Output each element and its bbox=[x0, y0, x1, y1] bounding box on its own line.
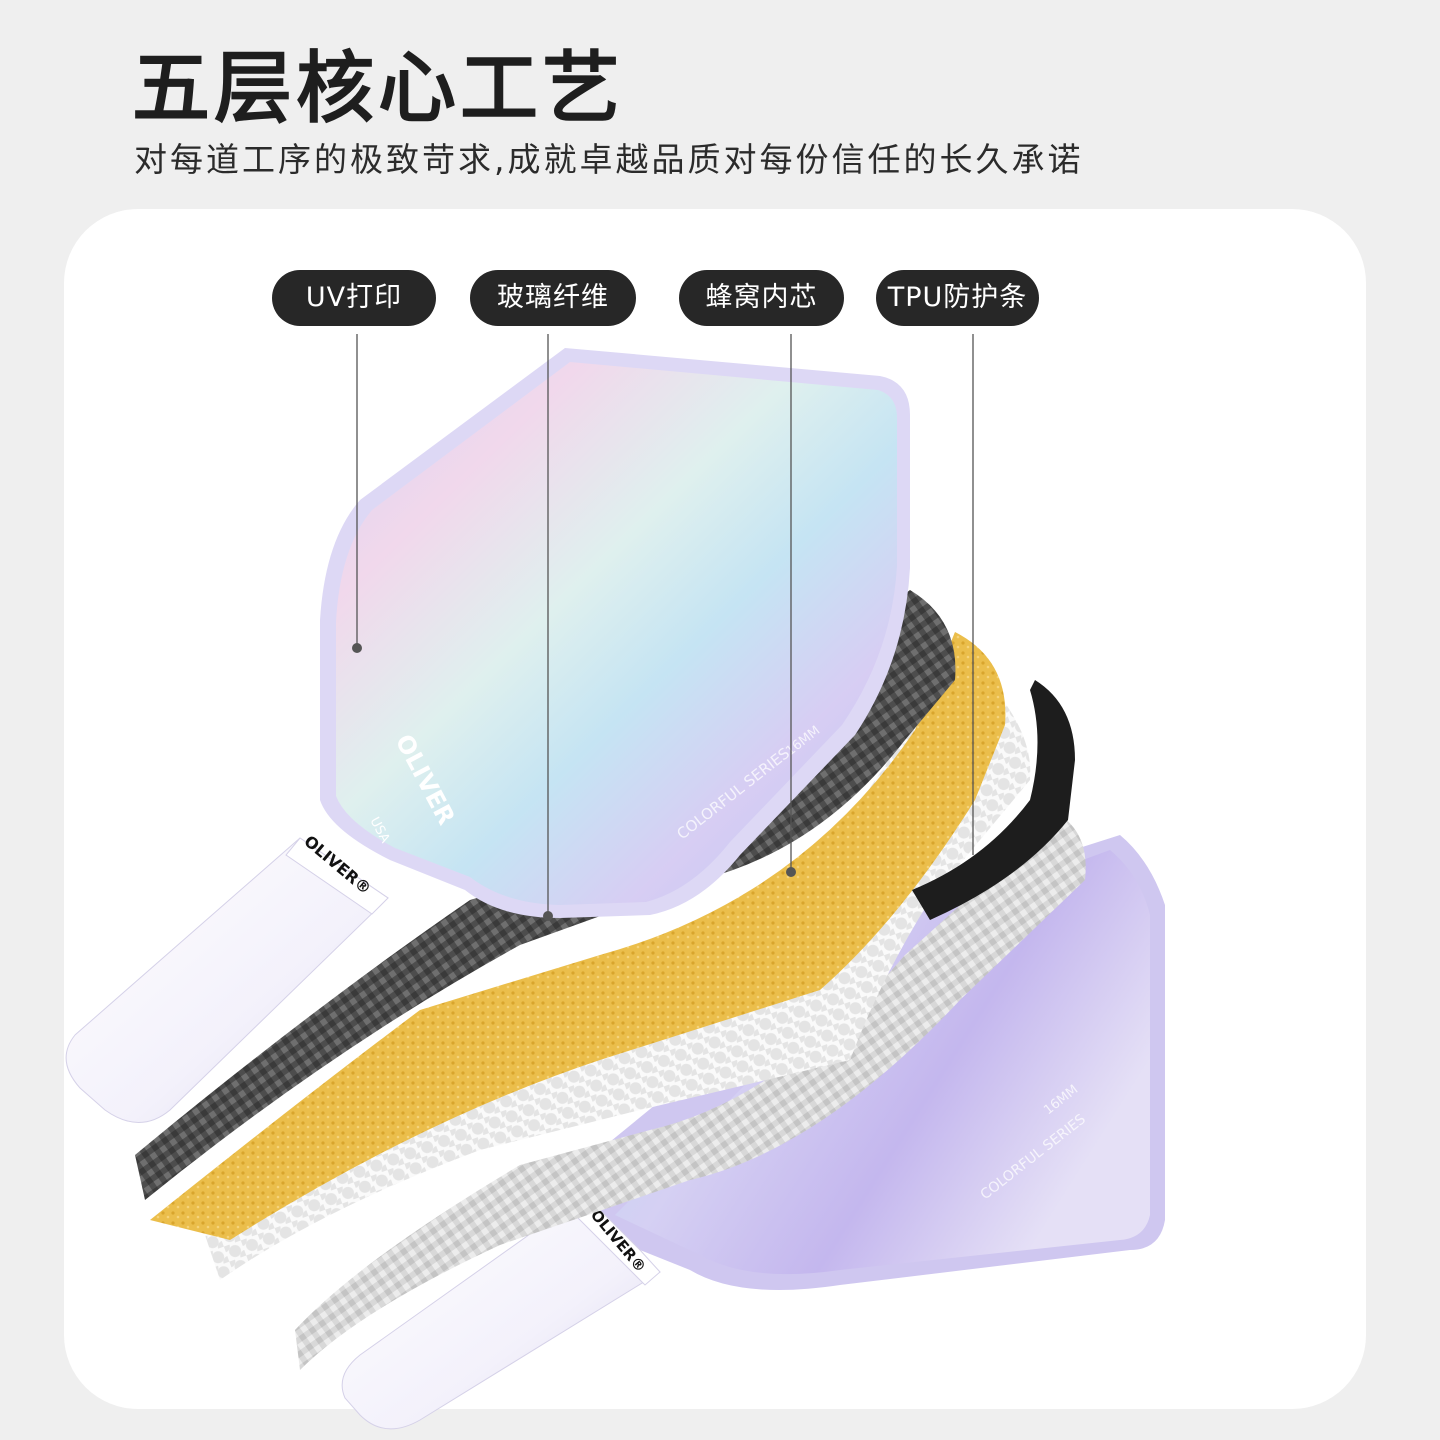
layer-tag-glass-fiber: 玻璃纤维 bbox=[470, 270, 636, 326]
layer-tag-honeycomb-core: 蜂窝内芯 bbox=[679, 270, 844, 326]
layer-tag-uv-print: UV打印 bbox=[272, 270, 436, 326]
exploded-view-card bbox=[64, 209, 1366, 1409]
page-title: 五层核心工艺 bbox=[132, 44, 625, 134]
page-subtitle: 对每道工序的极致苛求,成就卓越品质对每份信任的长久承诺 bbox=[134, 140, 1084, 179]
layer-tag-tpu-edge-guard: TPU防护条 bbox=[876, 270, 1039, 326]
